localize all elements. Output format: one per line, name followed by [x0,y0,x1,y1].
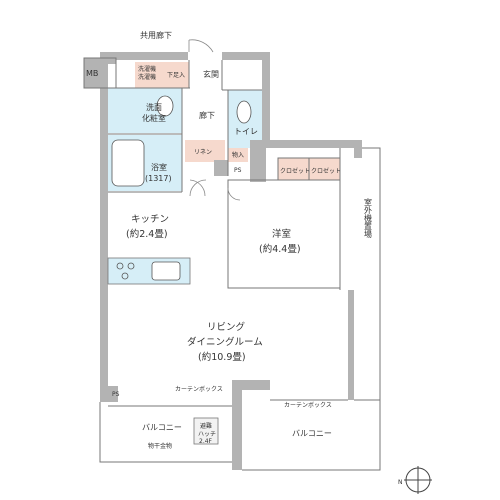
evac-label-line1: 避難 [200,422,212,430]
evac-label-line2: ハッチ [198,431,216,438]
door-swings [188,39,241,201]
washroom-label-line2: 化粧室 [142,113,166,123]
evac-label-line3: 2.4F [199,438,213,445]
outdoor-unit-label: 室外機置場 [364,197,373,239]
washer-area [135,62,165,88]
kitchen-label-line1: キッチン [131,214,169,225]
closet-a-label: クロゼット [280,167,310,175]
washroom-label-line1: 洗面 [146,102,162,112]
storage-label: 物入 [232,151,244,159]
walls [84,52,362,470]
western-label-line1: 洋室 [272,228,291,240]
curtain-box-a-label: カーテンボックス [175,385,223,393]
north-label: N [398,479,403,486]
stove-icon [116,262,135,280]
shoe-storage-area [165,62,189,88]
entrance-label: 玄関 [203,69,219,79]
hallway-label: 廊下 [199,110,215,120]
western-label-line2: (約4.4畳) [259,243,301,255]
closet-b-label: クロゼット [311,167,341,175]
balcony-right-label: バルコニー [292,429,332,438]
ps-inner-label: PS [234,167,242,174]
bath-label-line1: 浴室 [151,162,167,172]
bath-label-line2: (1317) [145,174,172,183]
curtain-box-b-label: カーテンボックス [284,401,332,409]
sink-icon [151,261,181,281]
living-label-line2: ダイニングルーム [187,336,263,348]
toilet-bowl-icon [236,100,252,124]
bathtub-icon [111,139,145,187]
corridor-label: 共用廊下 [140,30,172,40]
evac-hatch-box [193,417,219,445]
drying-hardware-label: 物干金物 [148,442,172,450]
storage-area [228,148,248,162]
kitchen-label-line2: (約2.4畳) [126,228,168,240]
ps-outer-label: PS [112,391,120,398]
washer-label-bottom: 洗濯機 [138,73,156,81]
shoe-storage-label: 下足入 [167,72,185,79]
balcony-left-label: バルコニー [142,423,182,432]
washer-label-top: 洗濯機 [138,65,156,73]
linen-area [185,140,225,162]
living-label-line3: (約10.9畳) [198,351,246,363]
toilet-label: トイレ [234,127,258,136]
mb-label: MB [86,69,98,78]
partitions [83,57,381,471]
living-label-line1: リビング [207,321,246,333]
washbasin-icon [156,95,174,117]
linen-label: リネン [194,149,212,156]
